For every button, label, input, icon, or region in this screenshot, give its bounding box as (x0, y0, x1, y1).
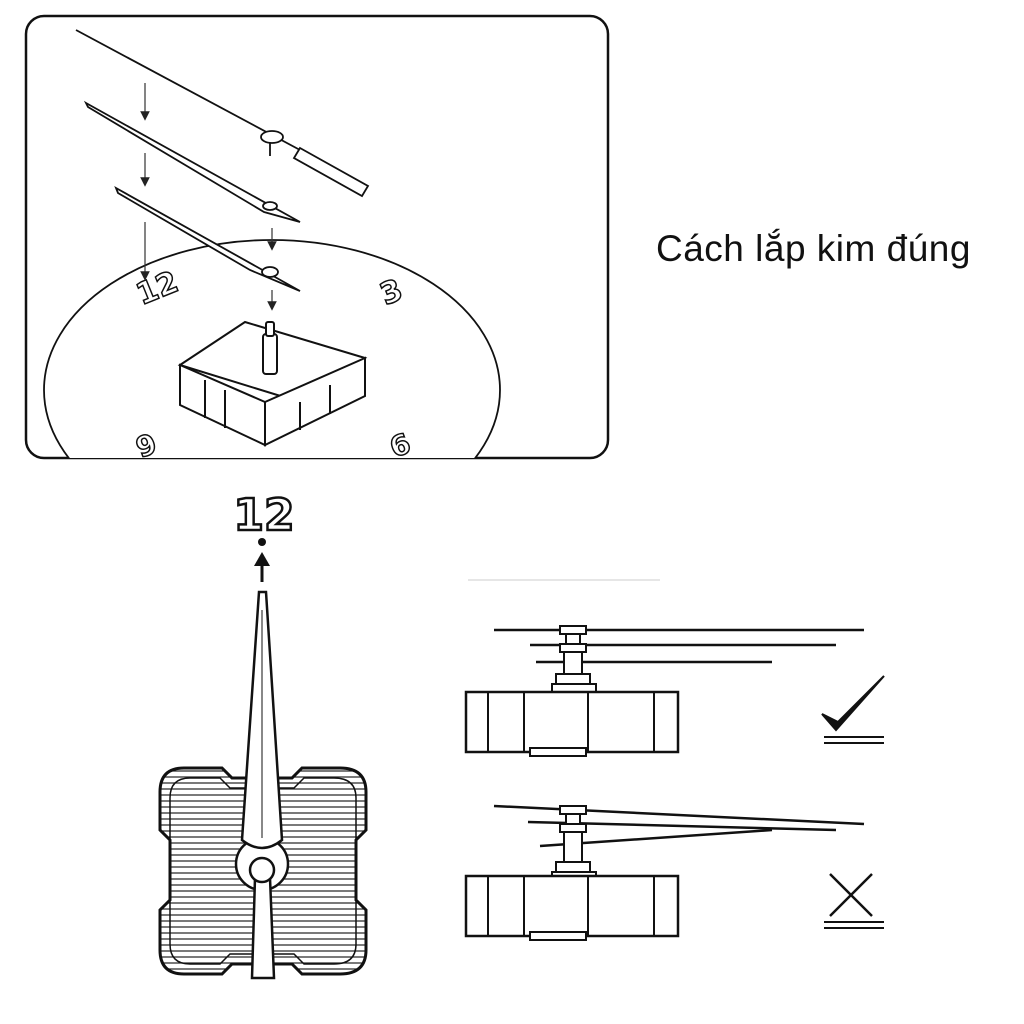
front-hand-pivot (248, 856, 276, 884)
front-hand-tail (250, 876, 276, 980)
exploded-view-panel: 12 3 6 6 (24, 14, 610, 460)
minute-hand (83, 100, 301, 223)
front-view-movement: 12 (158, 489, 368, 980)
correct-side-view (464, 625, 864, 757)
twelve-label: 12 (233, 490, 294, 541)
incorrect-mark: × (824, 873, 1001, 1001)
correct-mark: ✓ (821, 675, 1001, 1001)
clock-movement-3d (177, 320, 368, 447)
incorrect-mark-glyph: × (1000, 998, 1001, 1001)
up-arrow (254, 552, 270, 582)
caption-correct-hand-install: Cách lắp kim đúng (656, 228, 971, 269)
guide-arrows (140, 83, 277, 311)
incorrect-side-view (464, 804, 865, 941)
twelve-dot (258, 538, 266, 546)
correct-mark-glyph: ✓ (1000, 999, 1001, 1001)
movement-body-inner (169, 777, 357, 965)
second-hand (75, 29, 370, 198)
hour-hand (114, 185, 301, 292)
